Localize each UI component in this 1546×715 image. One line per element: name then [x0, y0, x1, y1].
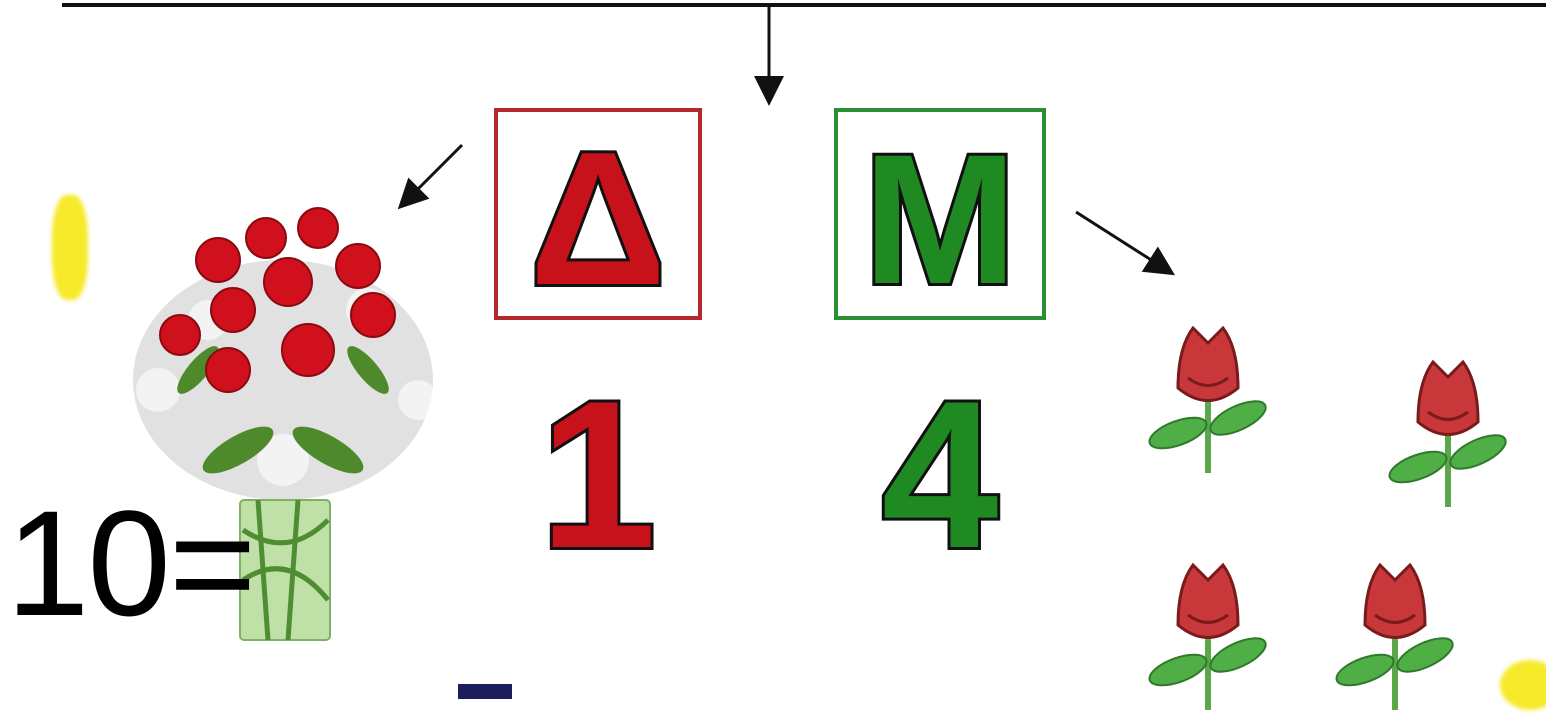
single-rose-icon [1148, 318, 1268, 478]
partial-shape-bottom [458, 684, 512, 699]
single-rose-icon [1335, 555, 1455, 715]
units-digit: 4 [834, 370, 1046, 580]
single-rose-icon [1388, 352, 1508, 512]
arrow-to-roses [1076, 212, 1170, 272]
tens-letter-delta: Δ [494, 124, 702, 314]
tens-digit: 1 [494, 370, 702, 580]
arrow-to-bouquet [402, 145, 462, 205]
equation-text: 10= [6, 488, 254, 638]
units-letter-m: M [834, 128, 1046, 313]
single-rose-icon [1148, 555, 1268, 715]
